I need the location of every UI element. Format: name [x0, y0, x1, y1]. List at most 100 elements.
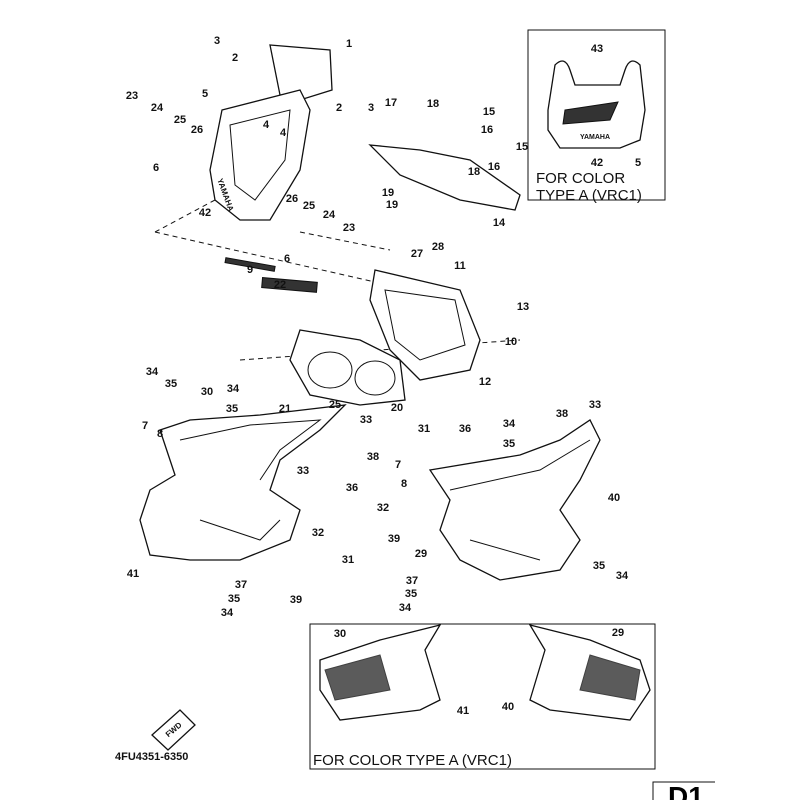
callout-label: 35	[593, 560, 605, 572]
inset-top: YAMAHA FOR COLOR TYPE A (VRC1)	[527, 29, 666, 204]
callout-label: 31	[342, 554, 354, 566]
callout-label: 23	[126, 90, 138, 102]
inner-panel	[368, 144, 521, 211]
callout-label: 34	[503, 418, 516, 430]
callout-label: 42	[199, 207, 211, 219]
callout-label: 23	[343, 222, 355, 234]
side-cowling-left	[139, 404, 347, 561]
cowling-stay	[369, 269, 481, 381]
callout-label: 22	[274, 279, 286, 291]
callout-label: 17	[385, 97, 397, 109]
callout-label: 5	[202, 88, 208, 100]
callout-label: 19	[382, 187, 394, 199]
callout-label: 33	[297, 465, 309, 477]
page-label: D1	[668, 781, 704, 800]
callout-label: 30	[201, 386, 213, 398]
callout-label: 3	[214, 35, 220, 47]
callout-label: 16	[481, 124, 493, 136]
callout-label: 4	[263, 119, 270, 131]
inset-top-note-1: FOR COLOR	[536, 170, 625, 187]
callout-label: 24	[323, 209, 336, 221]
callout-label: 14	[493, 217, 506, 229]
callout-label: 25	[174, 114, 186, 126]
callout-label: 40	[608, 492, 620, 504]
callout-label: 9	[247, 264, 253, 276]
callout-label: 1	[346, 38, 352, 50]
callout-label: 42	[591, 157, 603, 169]
callout-label: 21	[279, 403, 291, 415]
callout-label: 11	[454, 260, 466, 272]
callout-label: 38	[367, 451, 379, 463]
callout-label: 34	[146, 366, 159, 378]
callout-label: 10	[505, 336, 517, 348]
callout-label: 34	[227, 383, 240, 395]
callout-label: 7	[395, 459, 401, 471]
callout-label: 28	[432, 241, 444, 253]
callout-label: 15	[483, 106, 495, 118]
callout-label: 25	[303, 200, 315, 212]
callout-label: 35	[503, 438, 515, 450]
callout-label: 32	[377, 502, 389, 514]
callout-label: 39	[388, 533, 400, 545]
callout-label: 2	[336, 102, 342, 114]
callout-label: 36	[346, 482, 358, 494]
callout-label: 37	[406, 575, 418, 587]
callout-label: 18	[468, 166, 480, 178]
callout-label: 32	[312, 527, 324, 539]
callout-label: 39	[290, 594, 302, 606]
callout-label: 26	[286, 193, 298, 205]
inset-bottom-note: FOR COLOR TYPE A (VRC1)	[313, 752, 512, 769]
callout-label: 35	[405, 588, 417, 600]
callout-label: 6	[284, 253, 290, 265]
callout-label: 31	[418, 423, 430, 435]
callout-label: 34	[221, 607, 234, 619]
callout-label: 3	[368, 102, 374, 114]
callout-label: 12	[479, 376, 491, 388]
callout-label: 41	[127, 568, 139, 580]
callout-label: 35	[165, 378, 177, 390]
callout-label: 38	[556, 408, 568, 420]
callout-label: 26	[191, 124, 203, 136]
callout-label: 43	[591, 43, 603, 55]
callout-label: 40	[502, 701, 514, 713]
inset-top-note-2: TYPE A (VRC1)	[536, 187, 642, 204]
callout-label: 30	[334, 628, 346, 640]
callout-label: 35	[228, 593, 240, 605]
callout-label: 16	[488, 161, 500, 173]
callout-label: 36	[459, 423, 471, 435]
side-cowling-right	[428, 419, 601, 581]
callout-label: 33	[589, 399, 601, 411]
callout-label: 20	[391, 402, 403, 414]
callout-label: 8	[157, 428, 163, 440]
callout-label: 4	[280, 127, 287, 139]
callout-label: 29	[612, 627, 624, 639]
callout-label: 29	[415, 548, 427, 560]
windscreen: YAMAHA	[209, 44, 333, 221]
callout-label: 7	[142, 420, 148, 432]
callout-label: 18	[427, 98, 439, 110]
callout-label: 19	[386, 199, 398, 211]
meter-panel	[289, 329, 406, 406]
inset-logo: YAMAHA	[580, 134, 610, 141]
callout-label: 34	[399, 602, 412, 614]
callout-label: 5	[635, 157, 641, 169]
callout-label: 25	[329, 399, 341, 411]
callout-label: 2	[232, 52, 238, 64]
callout-label: 33	[360, 414, 372, 426]
callout-label: 6	[153, 162, 159, 174]
seal-22	[261, 277, 318, 293]
callout-label: 41	[457, 705, 469, 717]
callout-label: 15	[516, 141, 528, 153]
callout-label: 24	[151, 102, 164, 114]
page-label-box: D1	[652, 781, 715, 800]
callout-label: 13	[517, 301, 529, 313]
inset-bottom: FOR COLOR TYPE A (VRC1)	[309, 623, 656, 770]
callout-label: 27	[411, 248, 423, 260]
callout-label: 34	[616, 570, 629, 582]
part-number: 4FU4351-6350	[115, 751, 188, 763]
fwd-arrow-icon: FWD	[151, 709, 196, 751]
callout-label: 35	[226, 403, 238, 415]
callout-label: 8	[401, 478, 407, 490]
strip-9	[224, 257, 276, 272]
